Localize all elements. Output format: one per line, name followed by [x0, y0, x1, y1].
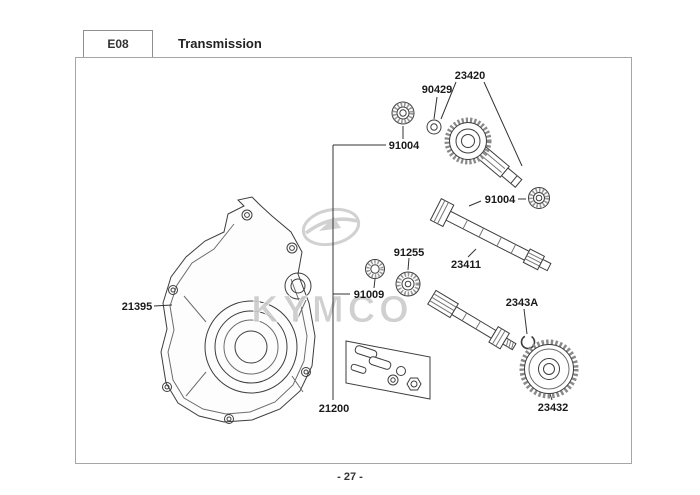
- bearing-91009-drawing: [365, 259, 385, 279]
- brand-watermark-text: KYMCO: [251, 289, 412, 331]
- part-label-91004-upper: 91004: [389, 140, 420, 152]
- part-label-91255: 91255: [394, 247, 425, 259]
- part-label-91009: 91009: [354, 289, 385, 301]
- leader-lines: [153, 81, 553, 401]
- part-label-23432: 23432: [538, 402, 569, 414]
- part-label-23411: 23411: [451, 259, 481, 271]
- section-code: E08: [107, 37, 129, 51]
- bearing-91255-drawing: [395, 271, 421, 297]
- output-shaft-drawing: [427, 289, 517, 351]
- part-labels: 23420 90429 91004 91004 23411 91255 9100…: [122, 70, 569, 415]
- hardware-kit-21200-drawing: [345, 340, 431, 400]
- part-label-21200: 21200: [319, 403, 350, 415]
- part-label-2343A: 2343A: [506, 297, 538, 309]
- transmission-cover-drawing: [160, 196, 316, 424]
- bearing-91004-upper-drawing: [391, 101, 415, 125]
- part-label-91004-right: 91004: [485, 194, 516, 206]
- part-label-23420: 23420: [455, 70, 486, 82]
- page-number: - 27 -: [337, 471, 363, 483]
- page-title: Transmission: [178, 36, 262, 51]
- gear-23432-drawing: [519, 339, 579, 399]
- shaft-23411-drawing: [429, 198, 552, 272]
- part-label-21395: 21395: [122, 301, 153, 313]
- snap-ring-2343A-drawing: [520, 334, 536, 350]
- brand-watermark-logo: [301, 207, 361, 247]
- section-code-box: E08: [83, 30, 153, 58]
- washer-90429-drawing: [426, 119, 442, 135]
- part-label-90429: 90429: [422, 84, 453, 96]
- gear-23420-drawing: [444, 117, 523, 188]
- bearing-91004-right-drawing: [528, 187, 550, 209]
